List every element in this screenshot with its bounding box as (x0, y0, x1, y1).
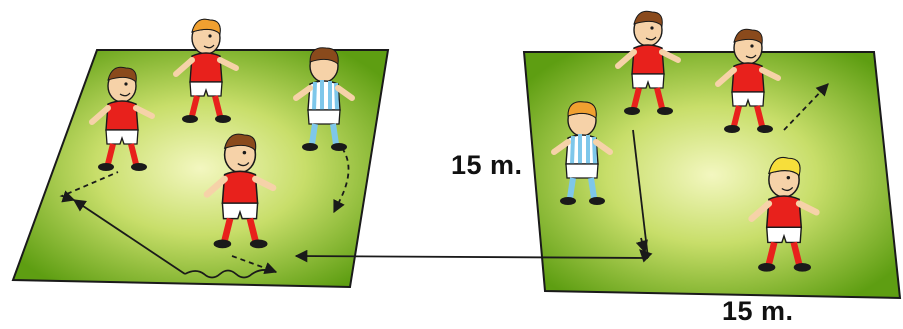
side-length-label: 15 m. (451, 150, 523, 181)
bottom-length-label: 15 m. (722, 296, 794, 327)
